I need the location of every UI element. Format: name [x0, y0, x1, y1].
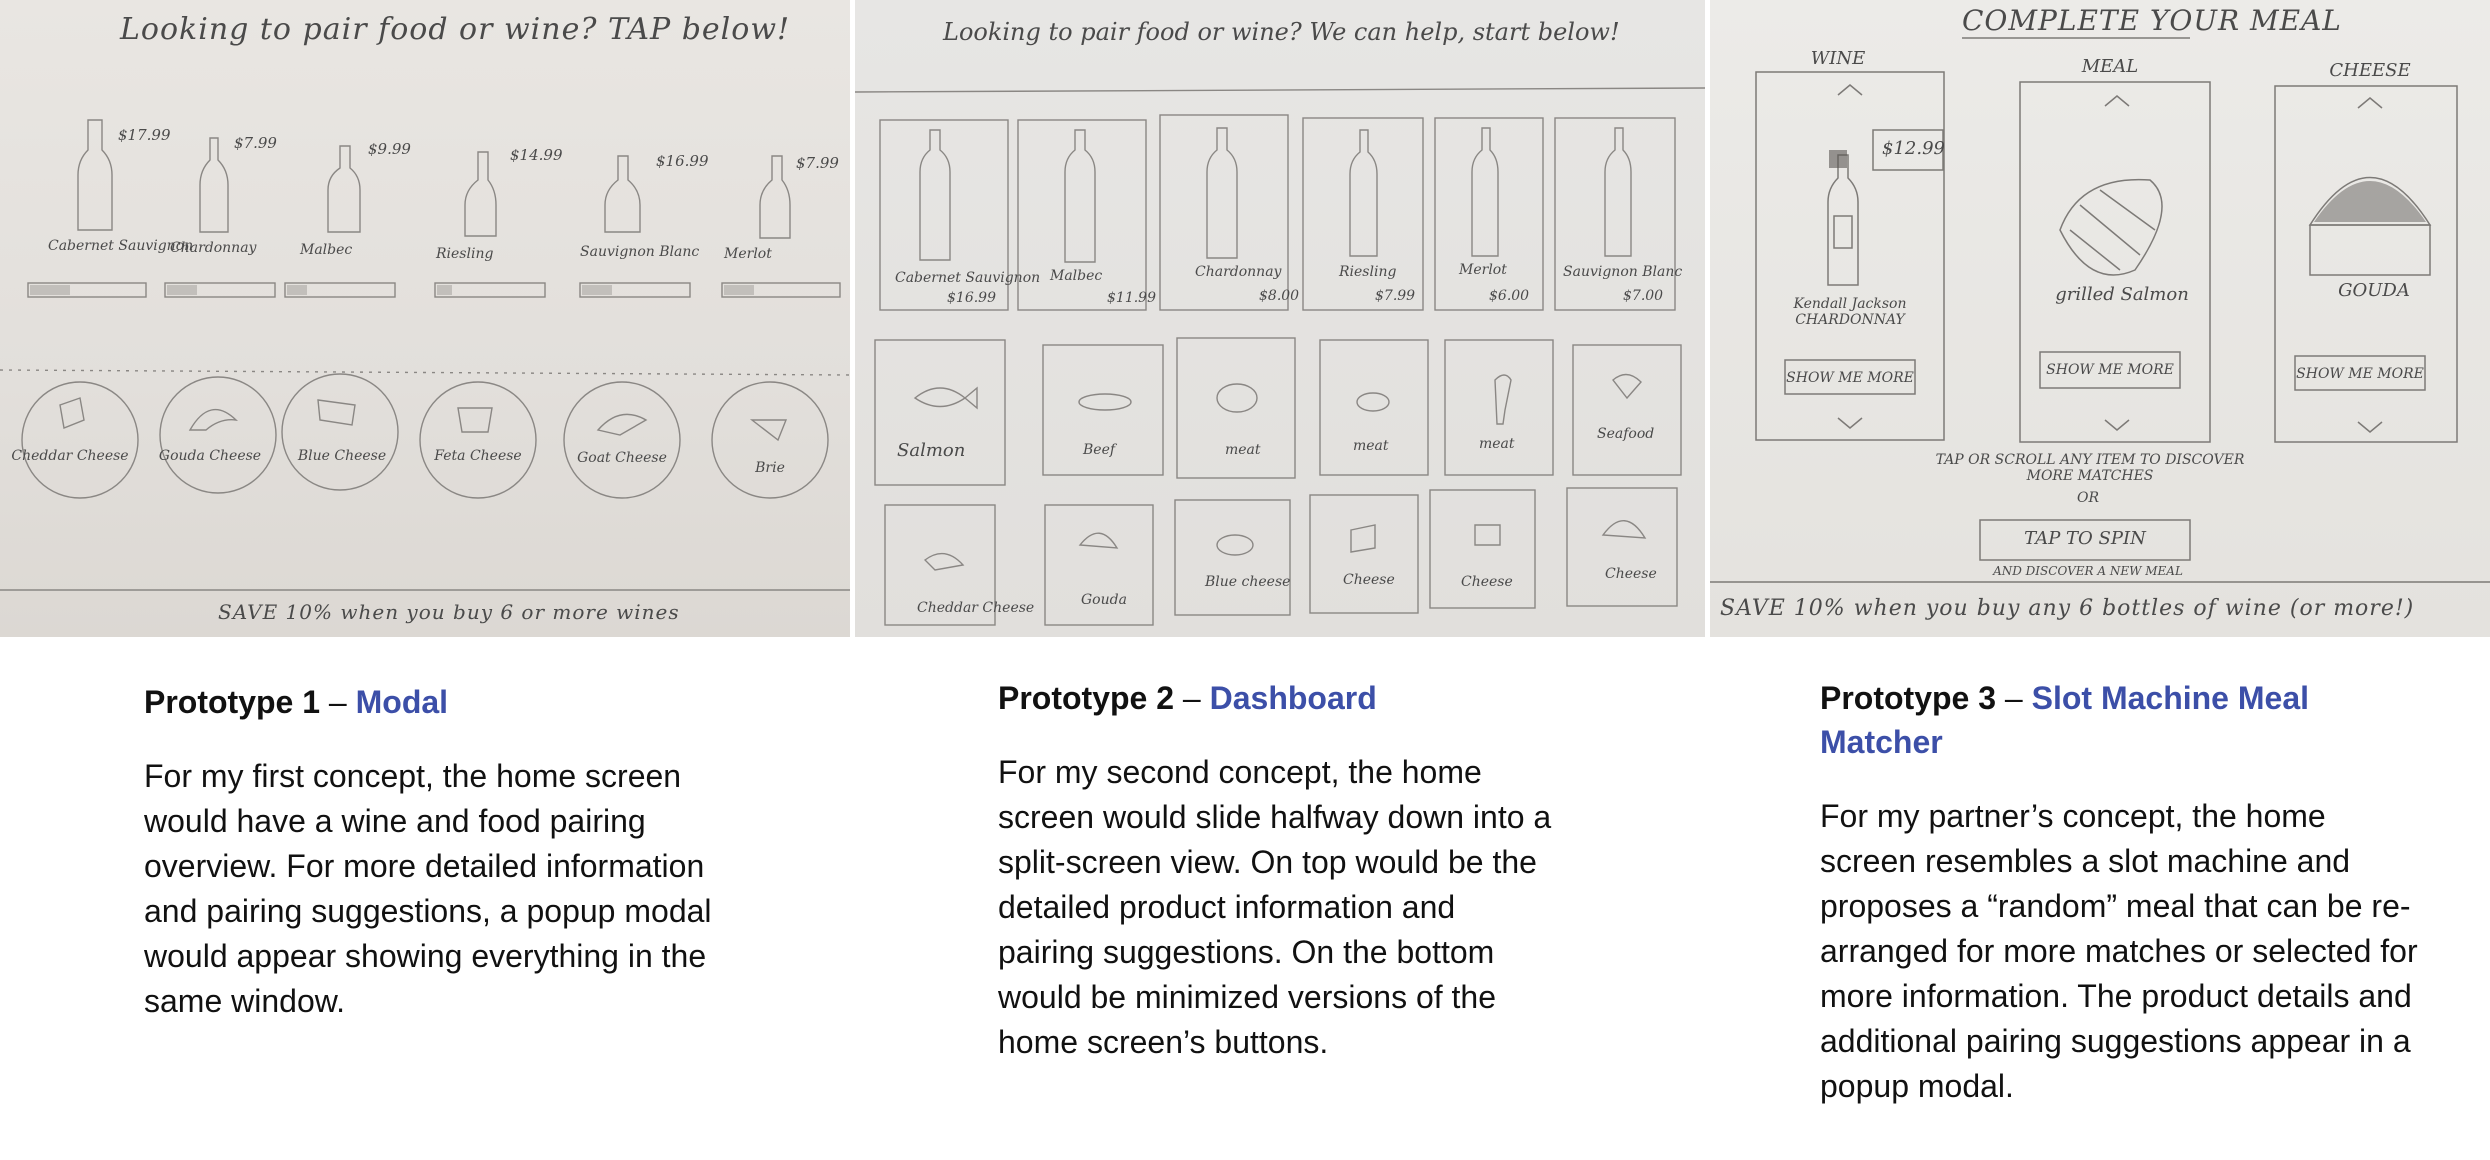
- wine-price: $7.99: [796, 154, 839, 172]
- wine-name: Chardonnay: [170, 240, 257, 256]
- prototype3-sketch-hint: TAP OR SCROLL ANY ITEM TO DISCOVER MORE …: [1935, 452, 2245, 484]
- prototype3-sketch-heading: COMPLETE YOUR MEAL: [1962, 4, 2342, 37]
- prototype2-description: For my second concept, the home screen w…: [998, 754, 1552, 1060]
- cheese-label: Goat Cheese: [577, 450, 667, 466]
- prototype1-sketch: Looking to pair food or wine? TAP below!…: [0, 0, 850, 637]
- cheese-label: Gouda: [1081, 592, 1127, 608]
- prototype1-number: Prototype 1: [144, 684, 321, 720]
- wine-price: $6.00: [1489, 288, 1530, 304]
- prototype3-name: Slot Machine Meal Matcher: [1820, 680, 2309, 760]
- prototype3-description: For my partner’s concept, the home scree…: [1820, 798, 2418, 1104]
- prototype3-number: Prototype 3: [1820, 680, 1997, 716]
- cheese-label: Cheese: [1461, 574, 1513, 590]
- food-label: Seafood: [1597, 426, 1655, 442]
- wine-name: Malbec: [1050, 268, 1103, 284]
- cheese-label: Cheddar Cheese: [11, 448, 129, 464]
- wine-name: Chardonnay: [1195, 264, 1282, 280]
- wine-price: $7.99: [234, 134, 277, 152]
- title-separator: –: [328, 684, 347, 720]
- cheese-label: Blue cheese: [1205, 574, 1291, 590]
- cheese-label: Blue Cheese: [297, 448, 387, 464]
- wine-name: Sauvignon Blanc: [580, 244, 700, 260]
- prototype1-sketch-heading: Looking to pair food or wine? TAP below!: [120, 12, 791, 47]
- tap-to-spin-button[interactable]: TAP TO SPIN: [2024, 528, 2146, 549]
- wine-name: Sauvignon Blanc: [1563, 264, 1683, 280]
- wine-price: $16.99: [656, 152, 709, 170]
- prototype3-caption: Prototype 3 – Slot Machine Meal Matcher …: [1820, 676, 2420, 1109]
- column-label-meal: MEAL: [2081, 56, 2139, 77]
- wine-price: $12.99: [1882, 138, 1945, 159]
- food-label: meat: [1353, 438, 1389, 454]
- column-label-cheese: CHEESE: [2329, 60, 2411, 81]
- prototype2-sketch-heading: Looking to pair food or wine? We can hel…: [943, 18, 1620, 46]
- wine-name: Riesling: [1339, 264, 1397, 280]
- prototype1-title: Prototype 1 – Modal: [144, 680, 724, 724]
- wine-price: $11.99: [1107, 290, 1156, 306]
- wine-price: $14.99: [510, 146, 563, 164]
- wine-name: Merlot: [1459, 262, 1507, 278]
- prototype3-sketch-spin-sub: AND DISCOVER A NEW MEAL: [1993, 564, 2183, 578]
- wine-price: $9.99: [368, 140, 411, 158]
- show-me-more-button[interactable]: SHOW ME MORE: [2046, 362, 2174, 378]
- cheese-label: Brie: [755, 460, 785, 476]
- prototype2-sketch-lines: [855, 87, 1705, 626]
- food-label: meat: [1479, 436, 1515, 452]
- meal-item: grilled Salmon: [2055, 284, 2189, 305]
- wine-price: $8.00: [1259, 288, 1300, 304]
- prototype3-sketch-or: OR: [2076, 490, 2100, 506]
- prototype2-name: Dashboard: [1209, 680, 1377, 716]
- cheese-item: GOUDA: [2338, 280, 2410, 301]
- wine-name: Merlot: [724, 246, 772, 262]
- prototype1-sketch-lines: [0, 119, 850, 591]
- wine-price: $16.99: [947, 290, 996, 306]
- wine-price: $17.99: [118, 126, 171, 144]
- prototype3-sketch-footer: SAVE 10% when you buy any 6 bottles of w…: [1720, 596, 2415, 621]
- title-separator: –: [1182, 680, 1201, 716]
- wine-item: Kendall Jackson CHARDONNAY: [1793, 296, 1907, 328]
- cheese-label: Feta Cheese: [434, 448, 522, 464]
- cheese-label: Gouda Cheese: [158, 448, 262, 464]
- prototype2-caption: Prototype 2 – Dashboard For my second co…: [998, 676, 1558, 1065]
- prototype1-caption: Prototype 1 – Modal For my first concept…: [144, 680, 724, 1024]
- wine-price: $7.00: [1623, 288, 1664, 304]
- wine-name: Cabernet Sauvignon: [895, 270, 1041, 286]
- title-separator: –: [2004, 680, 2023, 716]
- prototype1-description: For my first concept, the home screen wo…: [144, 758, 712, 1019]
- cheese-label: Cheese: [1605, 566, 1657, 582]
- food-label: meat: [1225, 442, 1261, 458]
- show-me-more-button[interactable]: SHOW ME MORE: [2296, 366, 2424, 382]
- wine-name: Riesling: [436, 246, 494, 262]
- prototype3-sketch-lines: [1710, 37, 2490, 583]
- cheese-label: Cheese: [1343, 572, 1395, 588]
- prototype2-title: Prototype 2 – Dashboard: [998, 676, 1558, 720]
- prototype1-name: Modal: [355, 684, 449, 720]
- wine-name: Malbec: [300, 242, 353, 258]
- cheese-label: Cheddar Cheese: [917, 600, 1035, 616]
- wine-name: Cabernet Sauvignon: [48, 238, 194, 254]
- prototype3-title: Prototype 3 – Slot Machine Meal Matcher: [1820, 676, 2420, 764]
- show-me-more-button[interactable]: SHOW ME MORE: [1786, 370, 1914, 386]
- wine-price: $7.99: [1375, 288, 1416, 304]
- prototype1-sketch-footer: SAVE 10% when you buy 6 or more wines: [218, 600, 680, 624]
- column-label-wine: WINE: [1810, 48, 1866, 69]
- food-label: Beef: [1083, 442, 1116, 458]
- prototype3-sketch: COMPLETE YOUR MEAL WINE MEAL CHEESE $12.…: [1710, 0, 2490, 637]
- prototype2-sketch: Looking to pair food or wine? We can hel…: [855, 0, 1705, 637]
- prototype2-number: Prototype 2: [998, 680, 1175, 716]
- food-label: Salmon: [897, 440, 966, 461]
